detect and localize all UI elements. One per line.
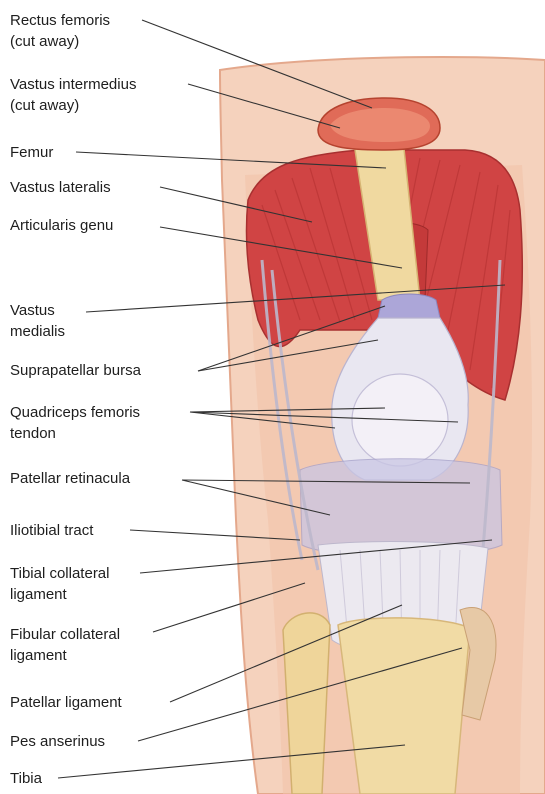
label-tibia: Tibia (10, 768, 42, 789)
label-iliotibial-tract: Iliotibial tract (10, 520, 93, 541)
fibula-bone (283, 613, 330, 794)
label-fibular-collateral-ligament: Fibular collateral ligament (10, 624, 120, 666)
label-vastus-intermedius: Vastus intermedius (cut away) (10, 74, 136, 116)
label-pes-anserinus: Pes anserinus (10, 731, 105, 752)
label-patellar-retinacula: Patellar retinacula (10, 468, 130, 489)
label-suprapatellar-bursa: Suprapatellar bursa (10, 360, 141, 381)
label-quadriceps-femoris-tendon: Quadriceps femoris tendon (10, 402, 140, 444)
tibia-bone (338, 618, 470, 794)
suprapatellar-bursa-shape (378, 294, 440, 318)
label-rectus-femoris: Rectus femoris (cut away) (10, 10, 110, 52)
label-femur: Femur (10, 142, 53, 163)
label-vastus-lateralis: Vastus lateralis (10, 177, 111, 198)
label-articularis-genu: Articularis genu (10, 215, 113, 236)
label-vastus-medialis: Vastus medialis (10, 300, 65, 342)
label-patellar-ligament: Patellar ligament (10, 692, 122, 713)
label-tibial-collateral-ligament: Tibial collateral ligament (10, 563, 110, 605)
